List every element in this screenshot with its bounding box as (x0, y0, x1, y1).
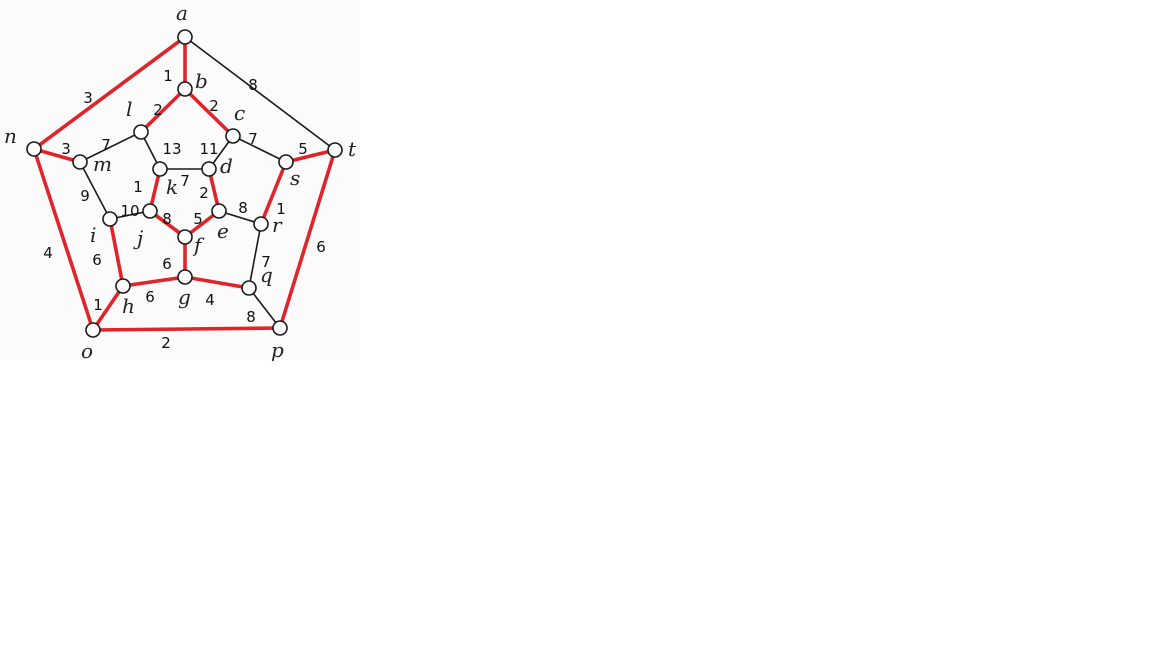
vertex-e (211, 203, 227, 219)
vertex-l (133, 124, 149, 140)
edge-weight-t-p: 6 (316, 238, 326, 256)
edge-weight-k-d: 7 (180, 172, 190, 190)
vertex-label-h: h (122, 294, 135, 318)
edge-weight-r-q: 7 (261, 253, 271, 271)
vertex-f (177, 229, 193, 245)
edge-weight-h-g: 6 (145, 288, 155, 306)
edge-weight-e-r: 8 (238, 199, 248, 217)
vertex-label-l: l (126, 97, 132, 121)
edge-a-t (184, 36, 336, 151)
vertex-labels-layer: a b c d ef g h i j k l m n o p q rs t (4, 1, 357, 363)
vertex-o (85, 322, 101, 338)
highlighted-edge-h-g (121, 275, 187, 288)
edge-weight-c-s: 7 (248, 130, 258, 148)
edge-weight-a-t: 8 (248, 76, 258, 94)
highlighted-edge-n-m (32, 147, 82, 164)
vertex-r (253, 216, 269, 232)
highlighted-edge-t-p (278, 148, 337, 330)
edge-c-s (232, 135, 287, 163)
vertex-label-b: b (195, 69, 208, 93)
vertex-label-t: t (348, 137, 357, 161)
edge-q-p (248, 287, 281, 329)
edge-m-i (79, 161, 111, 220)
edge-weight-e-f: 5 (193, 210, 203, 228)
edge-weight-l-m: 7 (101, 136, 111, 154)
edge-weight-d-e: 2 (199, 184, 209, 202)
vertex-p (272, 320, 288, 336)
vertex-label-r: r (272, 213, 283, 237)
edge-r-q (248, 223, 262, 289)
edge-weight-b-c: 2 (209, 97, 219, 115)
vertex-a (177, 29, 193, 45)
vertex-label-s: s (290, 166, 300, 190)
edge-weight-g-q: 4 (205, 291, 215, 309)
highlighted-edge-s-r (259, 160, 288, 226)
edge-weight-f-g: 6 (162, 255, 172, 273)
edge-weight-j-f: 8 (162, 210, 172, 228)
vertex-label-j: j (133, 226, 143, 250)
vertex-label-e: e (217, 219, 229, 243)
highlighted-edge-b-l (139, 87, 187, 134)
highlighted-edge-b-c (183, 87, 235, 138)
highlighted-edge-n-o (32, 147, 95, 332)
vertex-t (327, 142, 343, 158)
edge-weight-n-o: 4 (43, 244, 53, 262)
edge-weight-a-n: 3 (83, 89, 93, 107)
highlighted-edge-o-p (91, 326, 282, 332)
vertex-label-i: i (90, 223, 96, 247)
vertex-label-g: g (178, 285, 191, 309)
edge-weight-b-l: 2 (153, 101, 163, 119)
vertex-label-p: p (271, 338, 284, 362)
edge-weight-s-r: 1 (276, 200, 286, 218)
highlighted-edge-i-h (108, 217, 125, 288)
vertex-n (26, 141, 42, 157)
vertex-label-a: a (176, 1, 188, 25)
edge-weight-l-k: 13 (162, 140, 181, 158)
vertex-m (72, 154, 88, 170)
vertex-b (177, 81, 193, 97)
vertex-label-f: f (192, 233, 205, 257)
vertex-g (177, 269, 193, 285)
vertex-d (201, 161, 217, 177)
highlighted-edge-s-t (284, 148, 337, 164)
vertex-label-o: o (81, 339, 93, 363)
edge-weight-m-i: 9 (80, 187, 90, 205)
vertex-i (102, 211, 118, 227)
vertex-c (225, 128, 241, 144)
vertex-label-k: k (166, 175, 178, 199)
highlighted-edge-a-n (32, 35, 187, 151)
vertex-label-n: n (4, 124, 17, 148)
edge-weight-a-b: 1 (163, 67, 173, 85)
edge-weight-s-t: 5 (298, 140, 308, 158)
edge-weight-i-h: 6 (92, 251, 102, 269)
vertex-label-c: c (234, 101, 245, 125)
vertex-k (152, 161, 168, 177)
edge-weight-q-p: 8 (246, 308, 256, 326)
edge-weight-k-j: 1 (133, 178, 143, 196)
edge-weight-i-j: 10 (120, 202, 139, 220)
vertex-h (115, 278, 131, 294)
edge-weight-n-m: 3 (61, 140, 71, 158)
vertex-label-d: d (220, 154, 233, 178)
highlighted-edge-g-q (183, 275, 251, 290)
vertex-label-m: m (93, 152, 112, 176)
vertex-j (142, 203, 158, 219)
edge-weight-o-p: 2 (161, 334, 171, 352)
vertex-label-q: q (260, 263, 273, 287)
vertex-s (278, 154, 294, 170)
edge-l-m (79, 131, 142, 163)
graph-nodes-layer (26, 29, 343, 338)
edge-weight-h-o: 1 (93, 296, 103, 314)
vertex-q (241, 280, 257, 296)
edge-weight-c-d: 11 (199, 140, 218, 158)
highlighted-edge-h-o (91, 284, 125, 332)
